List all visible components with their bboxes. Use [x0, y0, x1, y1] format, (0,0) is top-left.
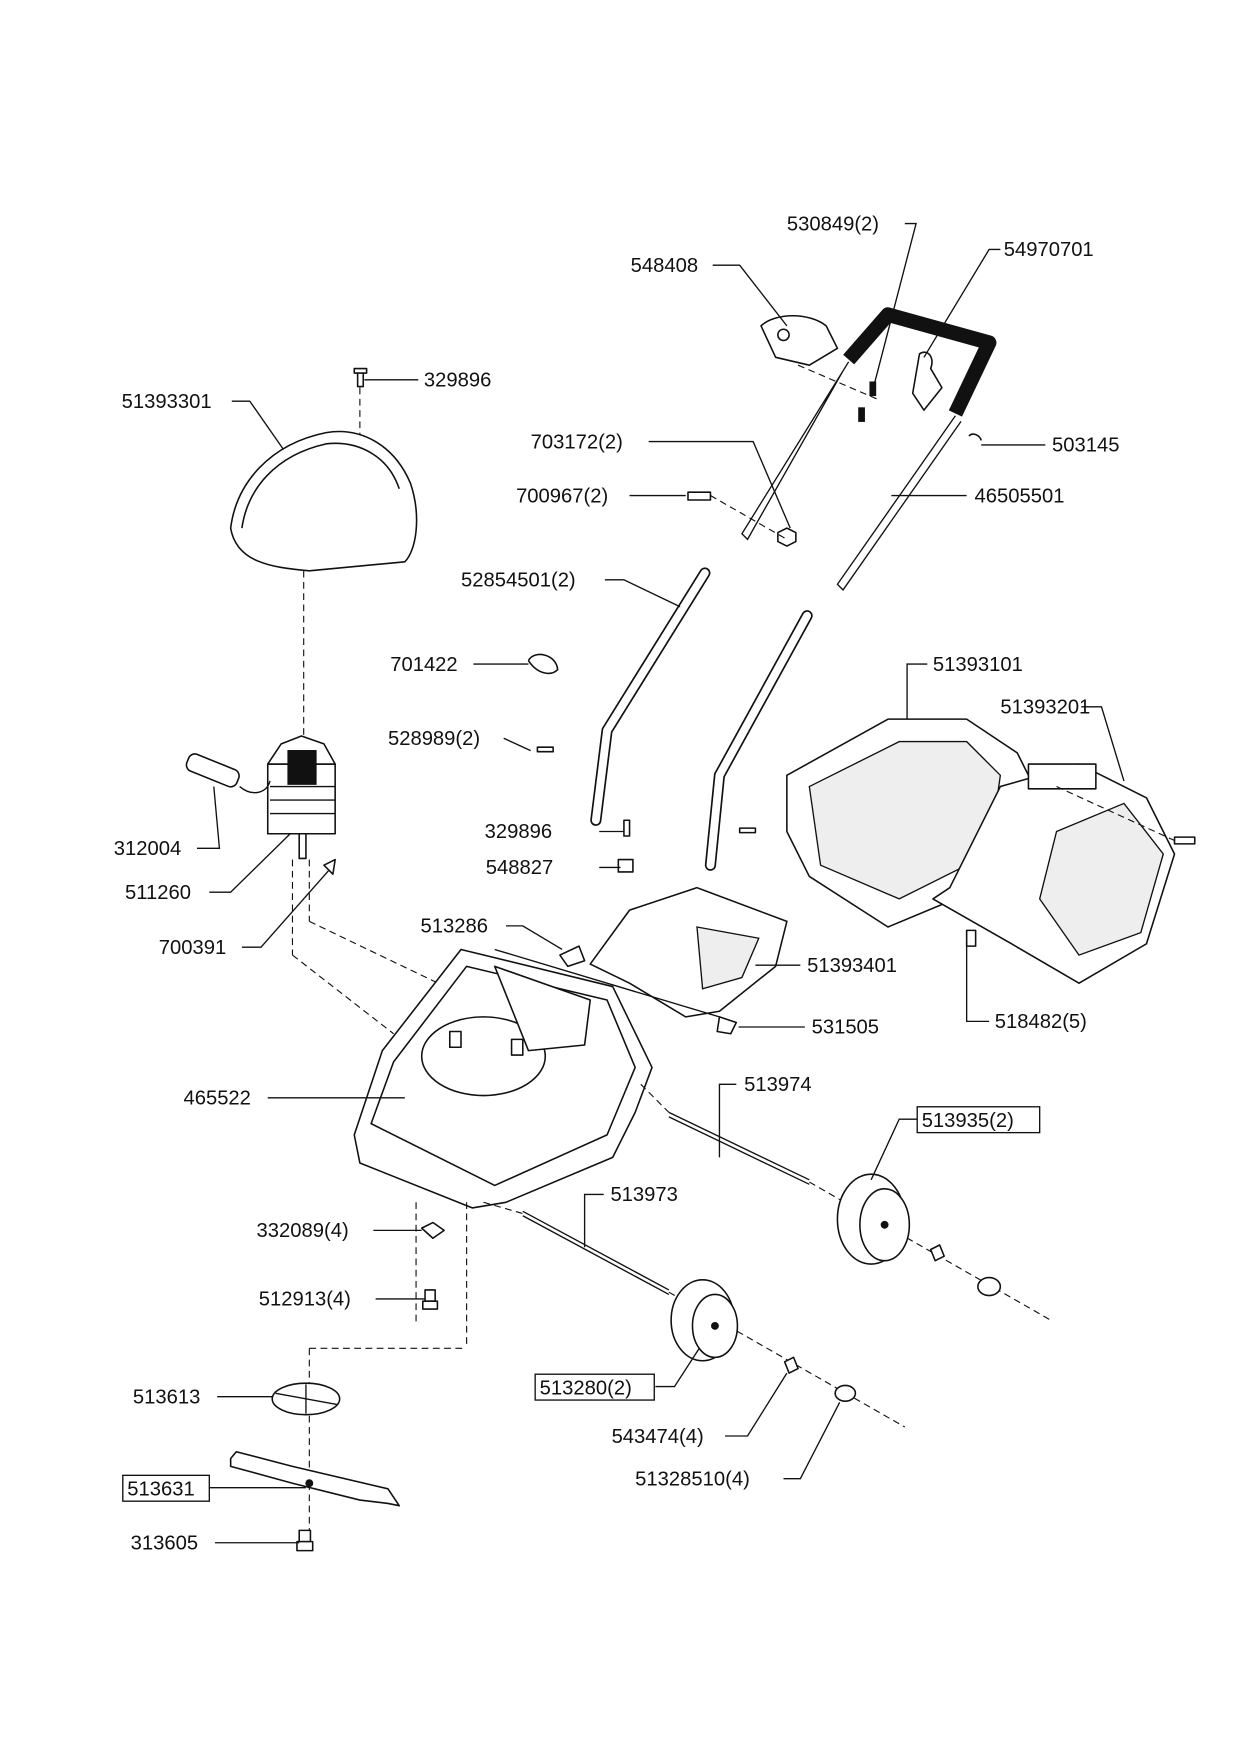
- part-label: 332089(4): [257, 1220, 349, 1242]
- part-label: 51393401: [807, 955, 897, 977]
- part-label: 528989(2): [388, 728, 480, 750]
- front-wheel-drawing: [670, 1279, 857, 1402]
- part-label: 46505501: [975, 485, 1065, 507]
- part-label: 543474(4): [612, 1426, 704, 1448]
- part-label: 51393101: [933, 654, 1023, 676]
- motor-cover-drawing: [229, 430, 418, 572]
- part-label: 511260: [125, 882, 191, 904]
- part-label: 503145: [1052, 435, 1119, 457]
- part-label: 312004: [114, 838, 181, 860]
- mower-deck-drawing: [353, 948, 653, 1209]
- part-label: 54970701: [1004, 239, 1094, 261]
- part-label: 700391: [159, 937, 226, 959]
- part-label: 513631: [127, 1479, 194, 1501]
- label-box-513631: [122, 1474, 210, 1502]
- square-nut-drawing: [420, 1221, 445, 1240]
- rear-flap-drawing: [494, 886, 788, 1035]
- motor-drawing: [185, 735, 336, 875]
- part-label: 513973: [610, 1184, 677, 1206]
- blade-bolt-drawing: [296, 1529, 314, 1552]
- part-label: 52854501(2): [461, 570, 576, 592]
- blade-drawing: [229, 1450, 400, 1507]
- part-label: 513280(2): [540, 1377, 632, 1399]
- upper-handle-drawing: [687, 307, 997, 591]
- part-label: 530849(2): [787, 213, 879, 235]
- part-label: 531505: [812, 1017, 879, 1039]
- part-label: 703172(2): [531, 431, 623, 453]
- part-label: 329896: [485, 821, 552, 843]
- part-label: 51328510(4): [635, 1468, 750, 1490]
- label-box-513935: [916, 1106, 1041, 1134]
- leader-lines: [196, 222, 1125, 1544]
- fan-drawing: [271, 1382, 341, 1416]
- part-label: 513935(2): [922, 1110, 1014, 1132]
- part-label: 548408: [631, 255, 698, 277]
- part-label: 329896: [424, 370, 491, 392]
- lower-handle-drawing: [527, 567, 813, 873]
- part-label: 513974: [744, 1074, 811, 1096]
- part-label: 51393201: [1000, 697, 1090, 719]
- screw-329896-drawing: [353, 367, 368, 388]
- part-label: 512913(4): [259, 1289, 351, 1311]
- part-labels: 530849(2) 54970701 548408 329896 5139330…: [114, 213, 1120, 1554]
- rear-wheel-drawing: [836, 1173, 1002, 1297]
- part-label: 465522: [183, 1088, 250, 1110]
- bolt-512913-drawing: [422, 1289, 439, 1310]
- part-label: 313605: [131, 1532, 198, 1554]
- part-label: 518482(5): [995, 1011, 1087, 1033]
- part-label: 51393301: [122, 391, 212, 413]
- part-label: 701422: [390, 654, 457, 676]
- part-label: 548827: [486, 857, 553, 879]
- grass-box-drawing: [786, 718, 1196, 984]
- part-label: 700967(2): [516, 485, 608, 507]
- part-label: 513286: [421, 916, 488, 938]
- label-box-513280: [534, 1373, 655, 1401]
- part-label: 513613: [133, 1386, 200, 1408]
